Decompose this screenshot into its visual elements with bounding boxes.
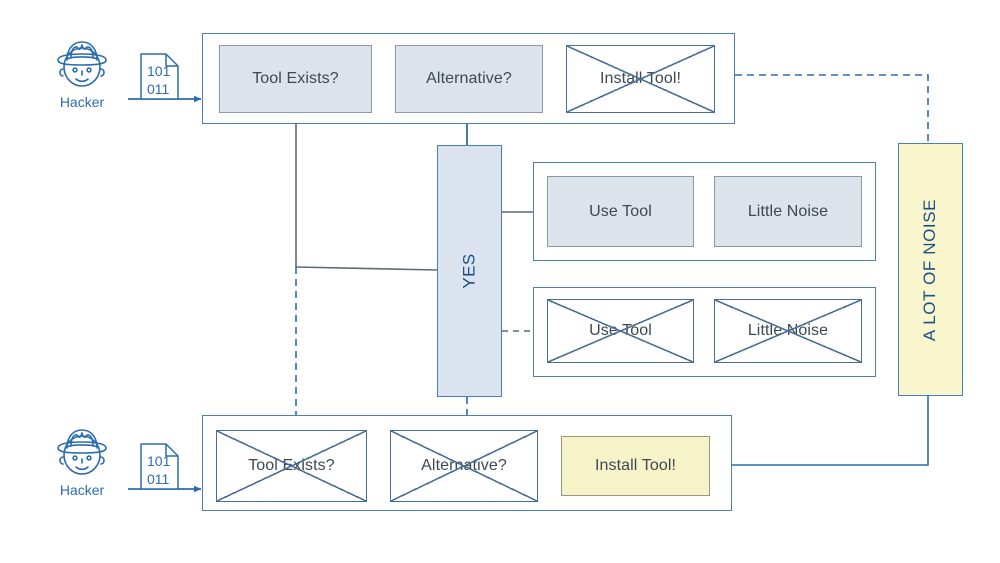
upper-step-little-noise[interactable]: Little Noise [714,176,862,247]
hacker-label-top: Hacker [59,94,105,110]
wire-top-to-noise-dashed [735,74,929,143]
binary-line: 011 [147,80,170,97]
top-step-alternative[interactable]: Alternative? [395,45,543,113]
wire-branch-to-yes [295,266,438,271]
file-binary-text-top: 101 011 [147,63,170,98]
binary-line: 101 [147,63,171,79]
bottom-step-install-tool[interactable]: Install Tool! [561,436,710,496]
step-label: Little Noise [747,322,829,339]
wire-bottom-to-noise-solid [732,396,929,466]
bottom-step-alternative[interactable]: Alternative? [390,430,538,502]
step-label: Install Tool! [599,70,682,87]
step-label: Use Tool [589,202,652,220]
step-label: Tool Exists? [252,70,339,87]
step-label: Use Tool [589,322,652,339]
hacker-fedora-icon [57,41,107,87]
file-binary-text-bottom: 101 011 [147,453,170,488]
hacker-fedora-icon [57,429,107,475]
binary-line: 011 [147,470,170,487]
step-label: Tool Exists? [248,457,335,474]
a-lot-of-noise-label: A LOT OF NOISE [920,198,940,341]
bottom-step-tool-exists[interactable]: Tool Exists? [216,430,367,502]
top-step-tool-exists[interactable]: Tool Exists? [219,45,372,113]
a-lot-of-noise-box[interactable]: A LOT OF NOISE [898,143,963,396]
yes-gate-box[interactable]: YES [437,145,502,397]
lower-step-little-noise[interactable]: Little Noise [714,299,862,363]
step-label: Alternative? [421,457,507,474]
step-label: Install Tool! [594,457,677,474]
hacker-label-bottom: Hacker [59,482,105,498]
step-label: Little Noise [747,202,829,220]
step-label: Alternative? [426,70,512,87]
lower-step-use-tool[interactable]: Use Tool [547,299,694,363]
yes-gate-label: YES [459,253,479,289]
top-step-install-tool[interactable]: Install Tool! [566,45,715,113]
binary-line: 101 [147,453,171,469]
upper-step-use-tool[interactable]: Use Tool [547,176,694,247]
